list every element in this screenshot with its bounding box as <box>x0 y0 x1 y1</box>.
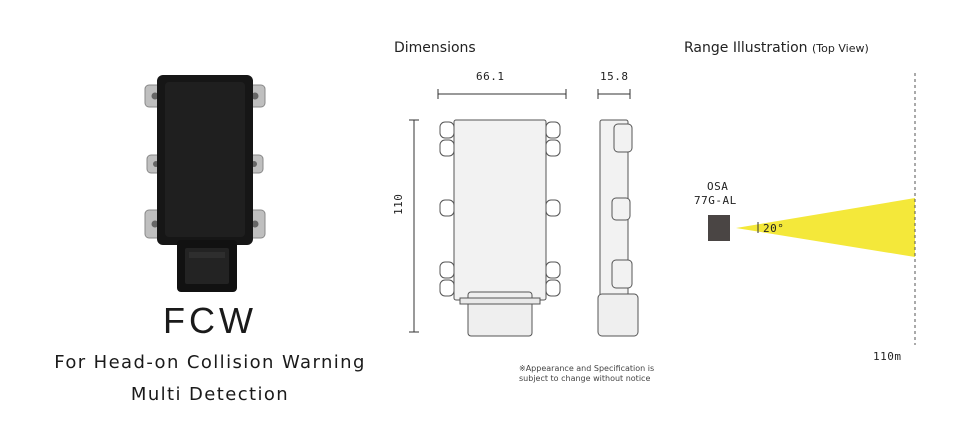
radar-device <box>708 215 730 241</box>
spec-note-line2: subject to change without notice <box>519 374 651 383</box>
dimension-depth-label: 15.8 <box>600 70 629 83</box>
product-name: FCW <box>163 300 257 341</box>
beam-angle-label: 20° <box>763 222 785 235</box>
range-illustration <box>708 73 916 345</box>
device-label-line1: OSA <box>707 180 729 193</box>
dimensions-heading: Dimensions <box>394 40 476 56</box>
dimension-width-label: 66.1 <box>476 70 505 83</box>
range-heading: Range Illustration (Top View) <box>684 40 869 56</box>
range-distance-label: 110m <box>873 350 902 363</box>
product-subtitle-line2: Multi Detection <box>130 384 290 405</box>
product-photo <box>144 75 266 292</box>
product-subtitle-line1: For Head-on Collision Warning <box>54 352 366 373</box>
dimension-drawing <box>409 89 639 337</box>
range-heading-title: Range Illustration <box>684 40 808 56</box>
device-label-line2: 77G-AL <box>694 194 737 207</box>
range-heading-suffix: (Top View) <box>812 42 869 55</box>
spec-note-line1: ※Appearance and Specification is <box>519 364 655 373</box>
detection-beam <box>736 198 915 257</box>
